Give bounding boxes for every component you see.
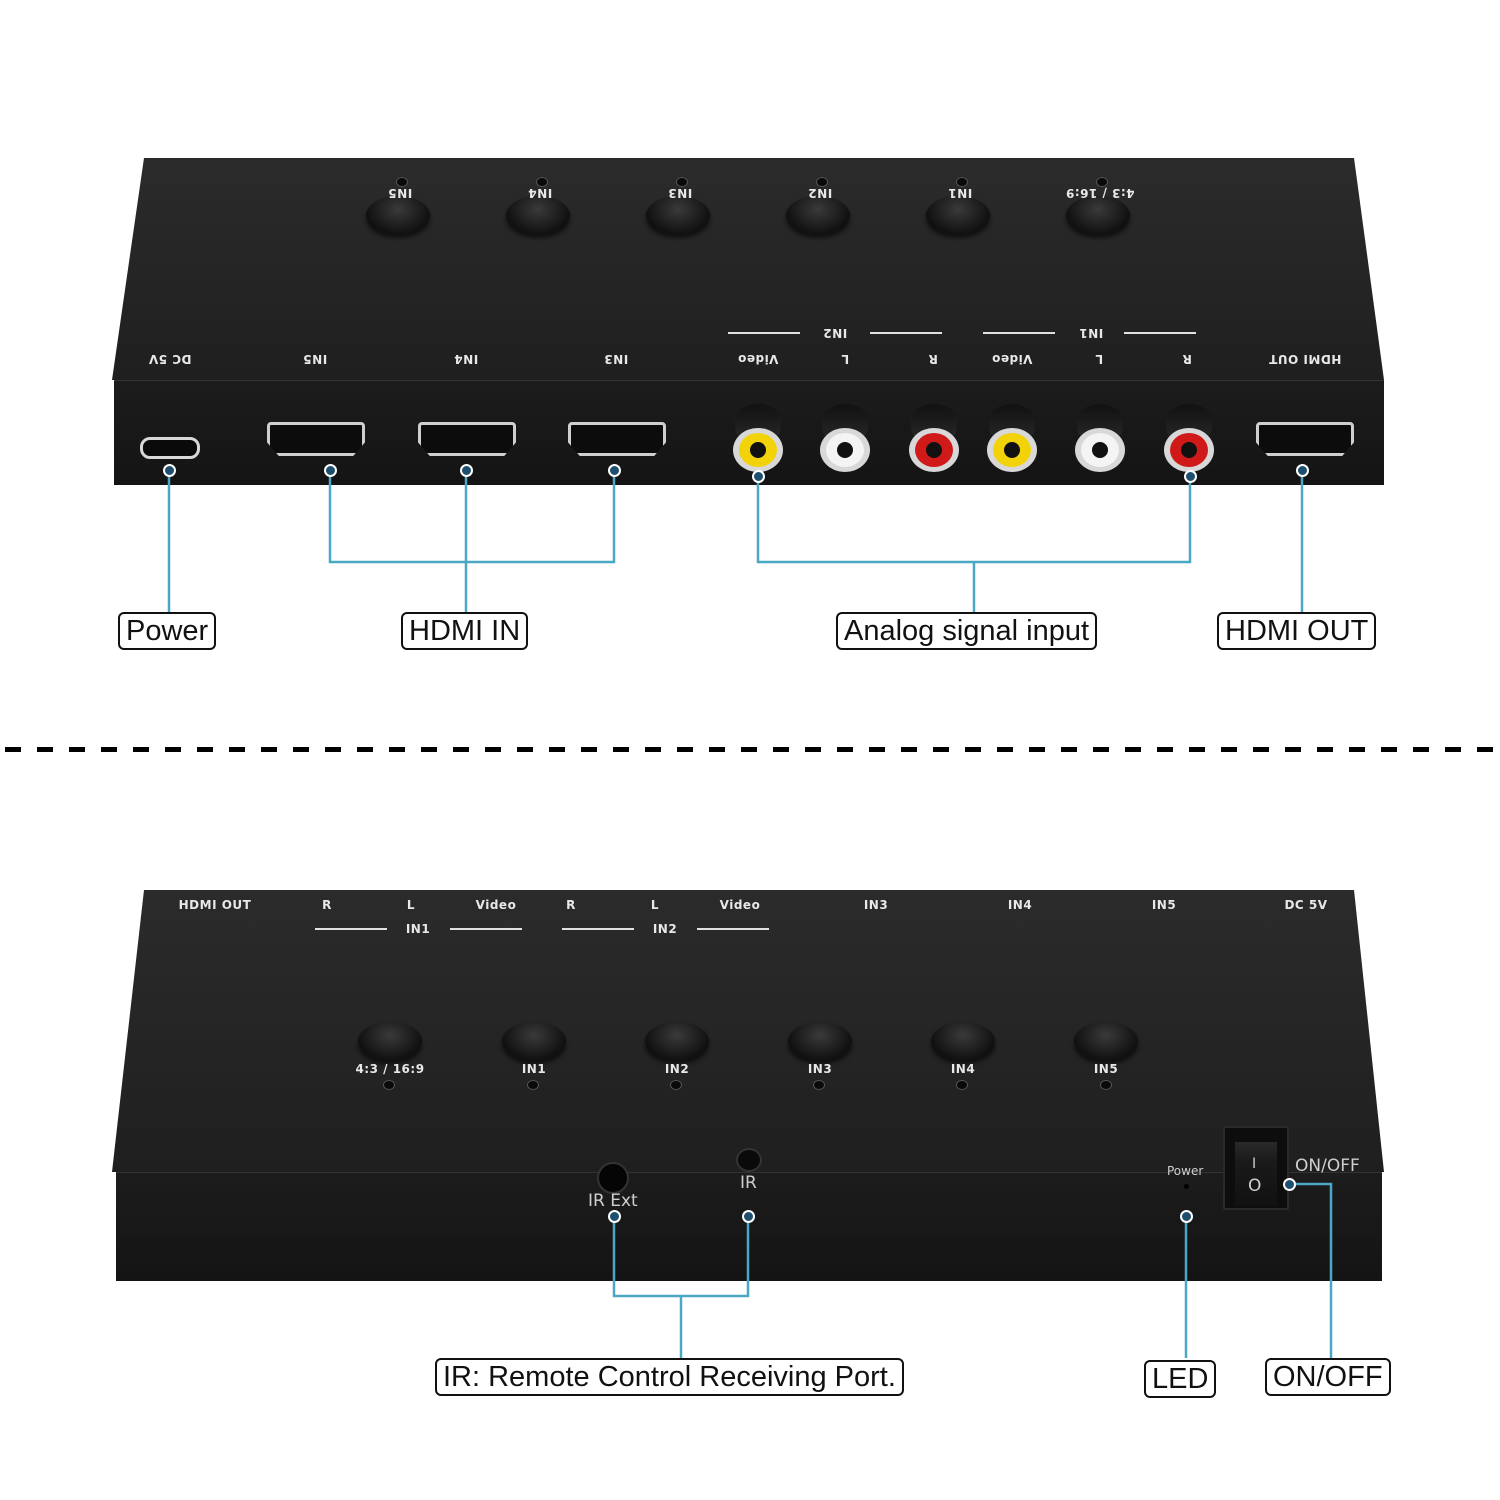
button-aspect[interactable] [1066, 196, 1130, 234]
led-in4 [956, 1080, 968, 1090]
section-divider [5, 747, 1500, 752]
top-label: R [566, 898, 576, 912]
marker-dot [1180, 1210, 1193, 1223]
top-label: HDMI OUT [178, 898, 252, 912]
callout-lines [612, 1182, 1333, 1358]
top-label: L [406, 898, 416, 912]
button-label: IN3 [807, 1062, 833, 1076]
button-in2[interactable] [645, 1022, 709, 1060]
button-in3[interactable] [788, 1022, 852, 1060]
button-in5[interactable] [366, 196, 430, 234]
ir-label: IR [740, 1173, 757, 1193]
divider [562, 928, 634, 930]
button-in2[interactable] [786, 196, 850, 234]
rca-in1-right[interactable] [1162, 404, 1216, 474]
button-in4[interactable] [931, 1022, 995, 1060]
marker-dot [1283, 1178, 1296, 1191]
button-in1[interactable] [502, 1022, 566, 1060]
divider [728, 332, 800, 334]
led-aspect [1096, 177, 1108, 187]
ir-ext-label: IR Ext [588, 1191, 638, 1211]
ir-ext-jack[interactable] [597, 1162, 629, 1194]
top-label: Video [475, 898, 517, 912]
callout-power: Power [118, 612, 217, 650]
power-led [1184, 1184, 1189, 1189]
marker-dot [460, 464, 473, 477]
callout-led: LED [1144, 1360, 1217, 1398]
usb-c-power-port[interactable] [140, 437, 200, 459]
marker-dot [1296, 464, 1309, 477]
led-in2 [670, 1080, 682, 1090]
power-led-label: Power [1167, 1164, 1204, 1178]
divider [450, 928, 522, 930]
divider [870, 332, 942, 334]
on-off-label: ON/OFF [1295, 1156, 1360, 1176]
callout-hdmi-in: HDMI IN [401, 612, 529, 650]
callout-on-off: ON/OFF [1265, 1358, 1391, 1396]
led-in3 [813, 1080, 825, 1090]
marker-dot [1184, 470, 1197, 483]
callout-lines [167, 470, 1304, 614]
hdmi-in3-port[interactable] [568, 422, 666, 456]
front-view: HDMI OUT R L Video R L Video IN3 IN4 IN5… [0, 760, 1500, 1500]
top-label: R [322, 898, 332, 912]
led-in2 [816, 177, 828, 187]
led-in3 [676, 177, 688, 187]
hdmi-in5-port[interactable] [267, 422, 365, 456]
front-top-surface [112, 890, 1384, 1172]
rear-view: IN5 IN4 IN3 IN2 IN1 4:3 / 16:9 IN2 IN1 D… [0, 0, 1500, 700]
led-in1 [956, 177, 968, 187]
group-label-in2: IN2 [652, 922, 678, 936]
callout-hdmi-out: HDMI OUT [1217, 612, 1377, 650]
led-in4 [536, 177, 548, 187]
marker-dot [608, 1210, 621, 1223]
marker-dot [752, 470, 765, 483]
button-label: IN1 [521, 1062, 547, 1076]
led-in5 [1100, 1080, 1112, 1090]
marker-dot [742, 1210, 755, 1223]
button-in1[interactable] [926, 196, 990, 234]
button-label: IN5 [1093, 1062, 1119, 1076]
divider [1124, 332, 1196, 334]
led-in5 [396, 177, 408, 187]
rocker-on-mark: I [1252, 1156, 1257, 1172]
button-label: IN4 [950, 1062, 976, 1076]
button-in5[interactable] [1074, 1022, 1138, 1060]
hdmi-out-port[interactable] [1256, 422, 1354, 456]
divider [697, 928, 769, 930]
ir-receiver [736, 1148, 762, 1172]
power-switch[interactable]: I O [1223, 1126, 1289, 1210]
rca-in2-left[interactable] [818, 404, 872, 474]
divider [315, 928, 387, 930]
marker-dot [608, 464, 621, 477]
button-label: 4:3 / 16:9 [355, 1062, 425, 1076]
rear-top-surface [112, 158, 1384, 380]
rocker-off-mark: O [1248, 1176, 1262, 1196]
top-label: Video [719, 898, 761, 912]
top-label: IN4 [1007, 898, 1033, 912]
callout-analog-input: Analog signal input [836, 612, 1098, 650]
top-label: IN3 [863, 898, 889, 912]
button-aspect[interactable] [358, 1022, 422, 1060]
group-label-in1: IN1 [405, 922, 431, 936]
marker-dot [324, 464, 337, 477]
led-in1 [527, 1080, 539, 1090]
rca-in2-video[interactable] [731, 404, 785, 474]
button-label: IN2 [664, 1062, 690, 1076]
top-label: IN5 [1151, 898, 1177, 912]
led-aspect [383, 1080, 395, 1090]
rca-in2-right[interactable] [907, 404, 961, 474]
top-label: L [650, 898, 660, 912]
divider [983, 332, 1055, 334]
callout-ir: IR: Remote Control Receiving Port. [435, 1358, 904, 1396]
rca-in1-video[interactable] [985, 404, 1039, 474]
hdmi-in4-port[interactable] [418, 422, 516, 456]
rca-in1-left[interactable] [1073, 404, 1127, 474]
top-label: DC 5V [1284, 898, 1328, 912]
button-in4[interactable] [506, 196, 570, 234]
rocker-paddle[interactable] [1235, 1142, 1277, 1206]
marker-dot [163, 464, 176, 477]
button-in3[interactable] [646, 196, 710, 234]
